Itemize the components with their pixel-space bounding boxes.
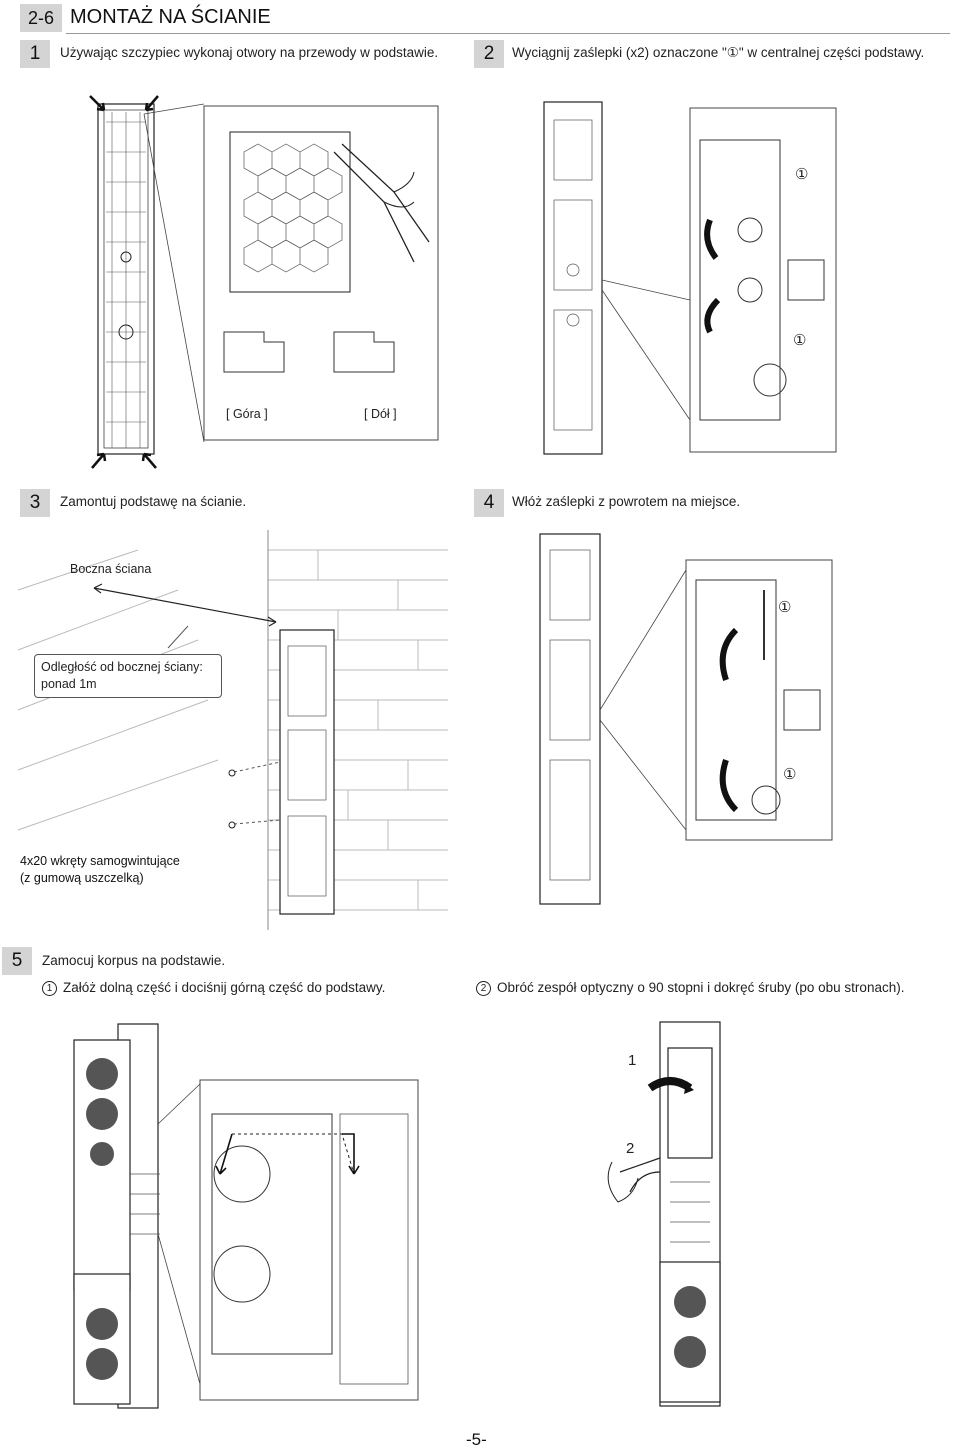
step-5-number: 5 <box>2 947 32 975</box>
substep-2-marker: 2 <box>476 981 491 996</box>
step-3-wall-illustration <box>17 530 448 930</box>
step-4-marker-2: ① <box>783 766 797 783</box>
step-2-base-illustration <box>543 101 837 455</box>
distance-note-line-2: ponad 1m <box>41 677 97 691</box>
side-wall-label: Boczna ściana <box>70 562 152 576</box>
header-rule <box>66 33 950 34</box>
screws-note-line-1: 4x20 wkręty samogwintujące <box>20 854 180 868</box>
distance-note: Odległość od bocznej ściany: ponad 1m <box>34 654 222 698</box>
step-2-number: 2 <box>474 40 504 68</box>
step-4-number: 4 <box>474 489 504 517</box>
section-number: 2-6 <box>20 4 62 32</box>
distance-note-line-1: Odległość od bocznej ściany: <box>41 660 203 674</box>
screws-note-line-2: (z gumową uszczelką) <box>20 871 144 885</box>
step-5-substep-2: 2 Obróć zespół optyczny o 90 stopni i dok… <box>476 980 904 996</box>
step-5-rotate-illustration <box>607 1021 721 1407</box>
substep-1-text: Załóż dolną część i dociśnij górną część… <box>63 980 386 995</box>
step-1-number: 1 <box>20 40 50 68</box>
step-1-base-illustration <box>89 95 439 469</box>
step-5-substep-1: 1 Załóż dolną część i dociśnij górną częś… <box>42 980 385 996</box>
section-header: 2-6 MONTAŻ NA ŚCIANIE <box>20 4 950 34</box>
rotate-label-1: 1 <box>628 1052 637 1069</box>
step-5-text: Zamocuj korpus na podstawie. <box>42 953 226 968</box>
step-2-text: Wyciągnij zaślepki (x2) oznaczone "①" w … <box>512 45 925 60</box>
page-number: -5- <box>466 1430 487 1449</box>
step-2-marker-1: ① <box>795 166 809 183</box>
step-5-assembly-illustration <box>73 1023 419 1409</box>
label-top: [ Góra ] <box>226 407 268 421</box>
substep-2-text: Obróć zespół optyczny o 90 stopni i dokr… <box>497 980 905 995</box>
page-title: MONTAŻ NA ŚCIANIE <box>70 6 271 28</box>
step-4-text: Włóż zaślepki z powrotem na miejsce. <box>512 494 741 509</box>
step-4-marker-1: ① <box>778 599 792 616</box>
screws-note: 4x20 wkręty samogwintujące (z gumową usz… <box>20 853 180 887</box>
step-4-base-illustration <box>539 533 833 905</box>
step-3-number: 3 <box>20 489 50 517</box>
label-bottom: [ Dół ] <box>364 407 397 421</box>
step-1-text: Używając szczypiec wykonaj otwory na prz… <box>60 45 439 60</box>
step-3-text: Zamontuj podstawę na ścianie. <box>60 494 247 509</box>
substep-1-marker: 1 <box>42 981 57 996</box>
rotate-label-2: 2 <box>626 1140 635 1157</box>
step-2-marker-2: ① <box>793 332 807 349</box>
